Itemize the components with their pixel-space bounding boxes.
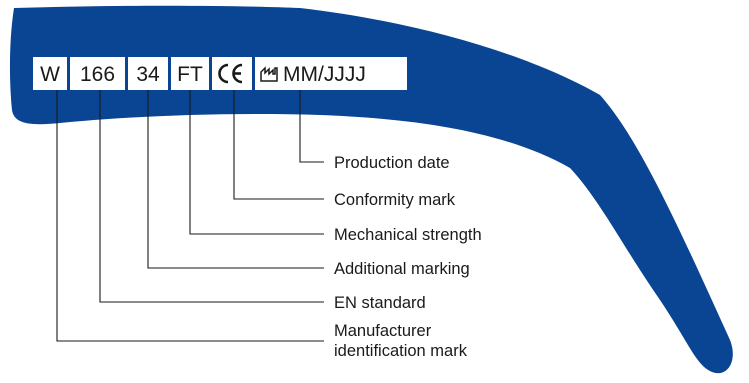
leader-manufacturer (56, 90, 324, 342)
label-en-standard: EN standard (334, 294, 426, 312)
mark-box-ft (171, 57, 209, 90)
callout-labels: Production date Conformity mark Mechanic… (334, 154, 482, 360)
mark-box-ce (212, 57, 252, 90)
ce-mark-icon (218, 63, 243, 84)
mark-box-w (33, 57, 67, 90)
label-manufacturer-line2: identification mark (334, 342, 468, 360)
mark-en-standard: 166 (80, 63, 115, 86)
leader-lines (56, 90, 324, 342)
mark-additional: 34 (136, 63, 160, 86)
label-conformity-mark: Conformity mark (334, 191, 456, 209)
marking-row: W 166 34 FT MM/JJJJ (33, 57, 407, 90)
spectacle-frame-shape (9, 5, 733, 374)
leader-conformity-mark (233, 90, 324, 200)
leader-mechanical-strength (189, 90, 324, 235)
label-production-date: Production date (334, 154, 450, 172)
mark-mechanical-strength: FT (177, 63, 203, 86)
mark-box-34 (128, 57, 168, 90)
label-additional-marking: Additional marking (334, 260, 470, 278)
manufacture-date-icon (260, 66, 278, 82)
leader-additional-marking (147, 90, 324, 269)
mark-box-166 (70, 57, 125, 90)
mark-box-date (255, 57, 407, 90)
leader-en-standard (99, 90, 324, 303)
mark-production-date: MM/JJJJ (283, 63, 366, 86)
label-mechanical-strength: Mechanical strength (334, 226, 482, 244)
mark-manufacturer-id: W (40, 63, 60, 86)
label-manufacturer-line1: Manufacturer (334, 322, 432, 340)
leader-production-date (299, 90, 324, 163)
